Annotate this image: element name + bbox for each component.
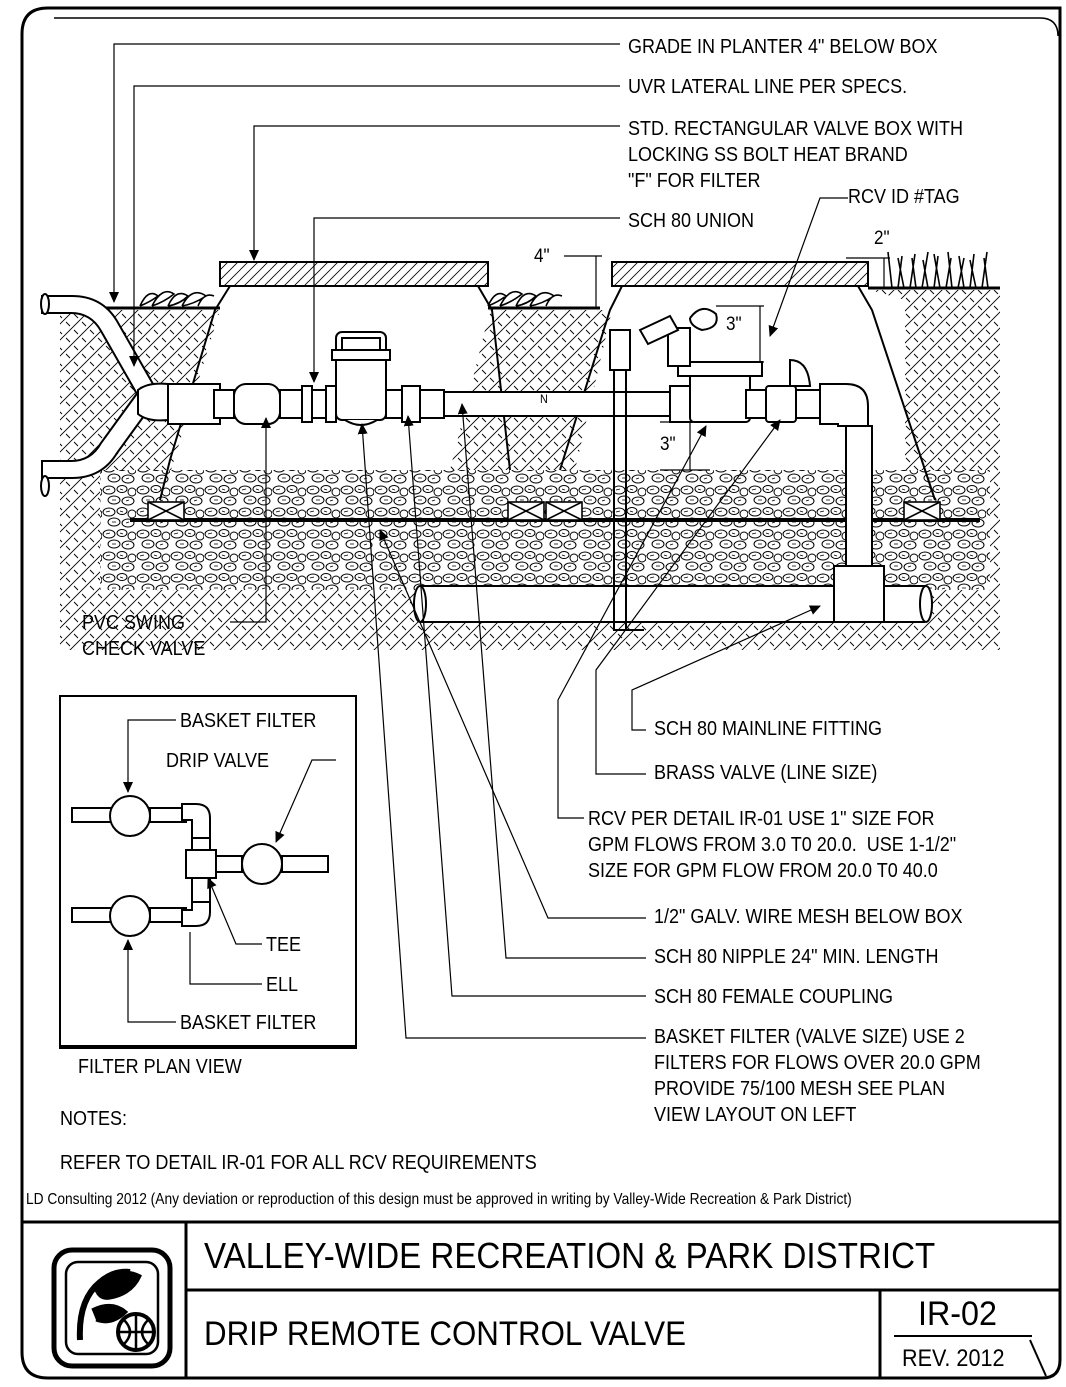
plan-basket-bottom: BASKET FILTER — [180, 1012, 317, 1034]
plant-icon — [139, 290, 563, 307]
callout-basket-filter: BASKET FILTER (VALVE SIZE) USE 2 FILTERS… — [654, 1026, 981, 1126]
notes-line-1: REFER TO DETAIL IR-01 FOR ALL RCV REQUIR… — [60, 1152, 537, 1174]
sheet-number: IR-02 — [918, 1295, 997, 1333]
filter-plan-view — [59, 695, 357, 1049]
dim-3in-bottom: 3" — [660, 434, 676, 455]
revision: REV. 2012 — [902, 1345, 1005, 1372]
plan-tee: TEE — [266, 934, 302, 956]
drip-piping — [167, 307, 933, 631]
district-logo-icon — [51, 1247, 173, 1369]
callout-nipple: SCH 80 NIPPLE 24" MIN. LENGTH — [654, 946, 939, 968]
top-leaders — [109, 43, 848, 1039]
flow-mark: N — [540, 392, 548, 406]
callout-union: SCH 80 UNION — [628, 210, 755, 232]
dim-3in-top: 3" — [726, 314, 742, 335]
plan-basket-top: BASKET FILTER — [180, 710, 317, 732]
agency-name: VALLEY-WIDE RECREATION & PARK DISTRICT — [204, 1235, 936, 1276]
callout-uvr-lateral: UVR LATERAL LINE PER SPECS. — [628, 76, 908, 98]
notes-heading: NOTES: — [60, 1108, 128, 1130]
grass-icon — [887, 251, 989, 289]
callout-brass-valve: BRASS VALVE (LINE SIZE) — [654, 762, 878, 784]
plan-caption: FILTER PLAN VIEW — [78, 1056, 242, 1078]
callout-mainline-fitting: SCH 80 MAINLINE FITTING — [654, 718, 883, 740]
callout-rcv: RCV PER DETAIL IR-01 USE 1" SIZE FOR GPM… — [588, 808, 957, 882]
callout-check-valve: PVC SWING CHECK VALVE — [82, 612, 206, 660]
callout-wire-mesh: 1/2" GALV. WIRE MESH BELOW BOX — [654, 906, 963, 928]
dimension-lines — [564, 255, 890, 471]
title-block — [22, 1220, 1060, 1378]
callout-valve-box: STD. RECTANGULAR VALVE BOX WITH LOCKING … — [628, 118, 964, 192]
detail-title: DRIP REMOTE CONTROL VALVE — [204, 1315, 687, 1353]
dim-2in: 2" — [874, 228, 890, 249]
dim-4in: 4" — [534, 246, 550, 267]
lateral-wye — [40, 293, 169, 497]
credit-line: LD Consulting 2012 (Any deviation or rep… — [26, 1191, 852, 1208]
plan-ell: ELL — [266, 974, 299, 996]
callout-coupling: SCH 80 FEMALE COUPLING — [654, 986, 894, 1008]
valve-box — [147, 261, 941, 521]
callout-grade: GRADE IN PLANTER 4" BELOW BOX — [628, 36, 938, 58]
plan-drip-valve: DRIP VALVE — [166, 750, 270, 772]
callout-rcv-tag: RCV ID #TAG — [848, 186, 960, 208]
